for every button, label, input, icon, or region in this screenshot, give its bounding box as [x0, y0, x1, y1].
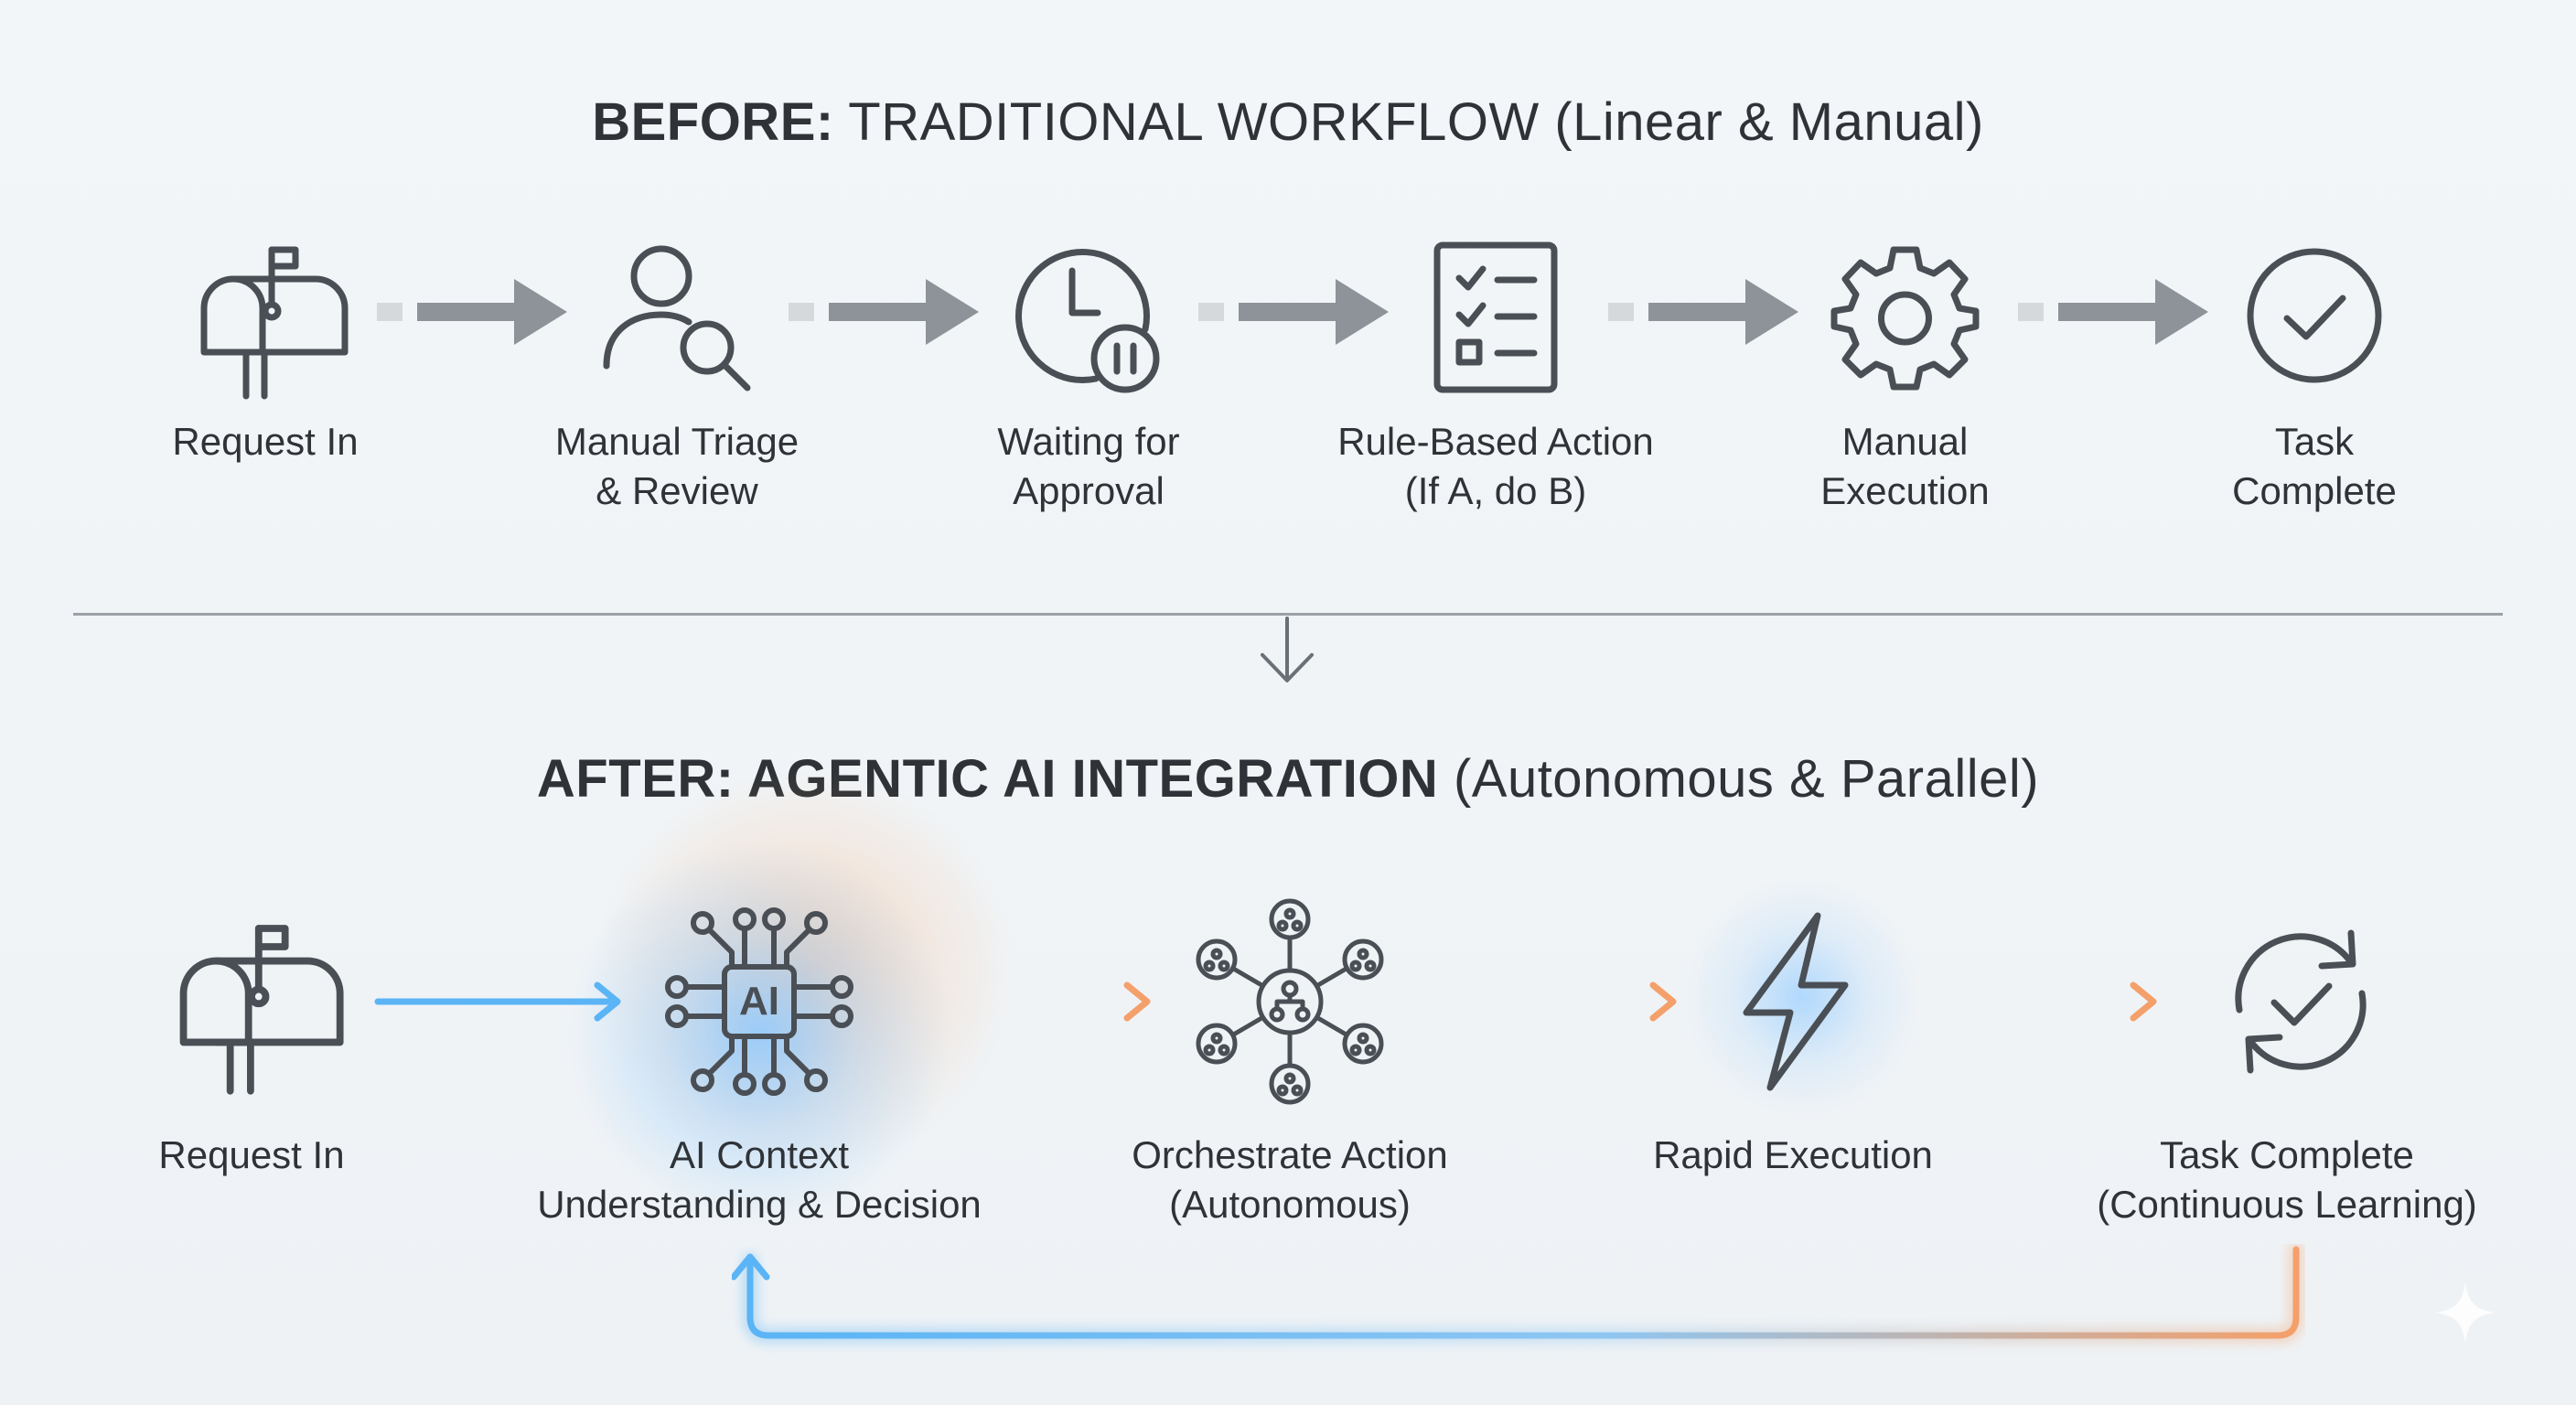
- ai-chip-text: AI: [739, 979, 779, 1024]
- down-arrow-icon: [1255, 615, 1319, 688]
- sync-check-icon: [2214, 915, 2388, 1089]
- ai-flow-arrow-2: [896, 974, 1157, 1029]
- before-step-3-label: Waiting for Approval: [997, 420, 1180, 512]
- before-step-5-label: Manual Execution: [1820, 420, 1990, 512]
- ai-flow-arrow-4: [1898, 974, 2163, 1029]
- before-heading-bold: BEFORE:: [592, 92, 834, 152]
- flow-arrow-2: [789, 274, 979, 348]
- checklist-icon: [1432, 240, 1560, 395]
- after-step-1-label: Request In: [158, 1133, 345, 1176]
- before-step-1-label: Request In: [172, 420, 359, 463]
- flow-arrow-5: [2018, 274, 2208, 348]
- check-circle-icon: [2246, 247, 2383, 384]
- flow-arrow-4: [1608, 274, 1798, 348]
- before-step-2-label: Manual Triage & Review: [554, 420, 800, 512]
- lightning-bolt-icon: [1733, 910, 1857, 1093]
- before-step-6-label: Task Complete: [2232, 420, 2397, 512]
- ai-flow-arrow-1: [370, 974, 627, 1029]
- after-step-2-label: AI Context Understanding & Decision: [537, 1133, 982, 1226]
- continuous-learning-feedback-loop: [730, 1241, 2305, 1354]
- person-search-icon: [599, 240, 755, 395]
- before-heading-title: TRADITIONAL WORKFLOW: [848, 92, 1540, 152]
- orchestration-network-icon: [1180, 892, 1400, 1111]
- gear-icon: [1830, 242, 1980, 393]
- after-heading: AFTER: AGENTIC AI INTEGRATION (Autonomou…: [0, 748, 2576, 810]
- after-heading-bold: AFTER: AGENTIC AI INTEGRATION: [536, 749, 1439, 809]
- section-divider: [73, 613, 2503, 616]
- clock-pause-icon: [1006, 240, 1166, 400]
- flow-arrow-1: [377, 274, 567, 348]
- after-step-3-label: Orchestrate Action (Autonomous): [1132, 1133, 1448, 1226]
- mailbox-icon: [188, 233, 349, 400]
- mailbox-icon: [160, 910, 344, 1095]
- ai-flow-arrow-3: [1422, 974, 1683, 1029]
- after-heading-paren: (Autonomous & Parallel): [1453, 749, 2040, 809]
- flow-arrow-3: [1198, 274, 1389, 348]
- before-heading-paren: (Linear & Manual): [1554, 92, 1984, 152]
- before-step-4-label: Rule-Based Action (If A, do B): [1337, 420, 1654, 512]
- sparkle-icon: [2433, 1281, 2497, 1345]
- before-heading: BEFORE: TRADITIONAL WORKFLOW (Linear & M…: [0, 91, 2576, 153]
- after-step-5-label: Task Complete (Continuous Learning): [2097, 1133, 2477, 1226]
- ai-chip-icon: [649, 892, 869, 1111]
- after-step-4-label: Rapid Execution: [1653, 1133, 1933, 1176]
